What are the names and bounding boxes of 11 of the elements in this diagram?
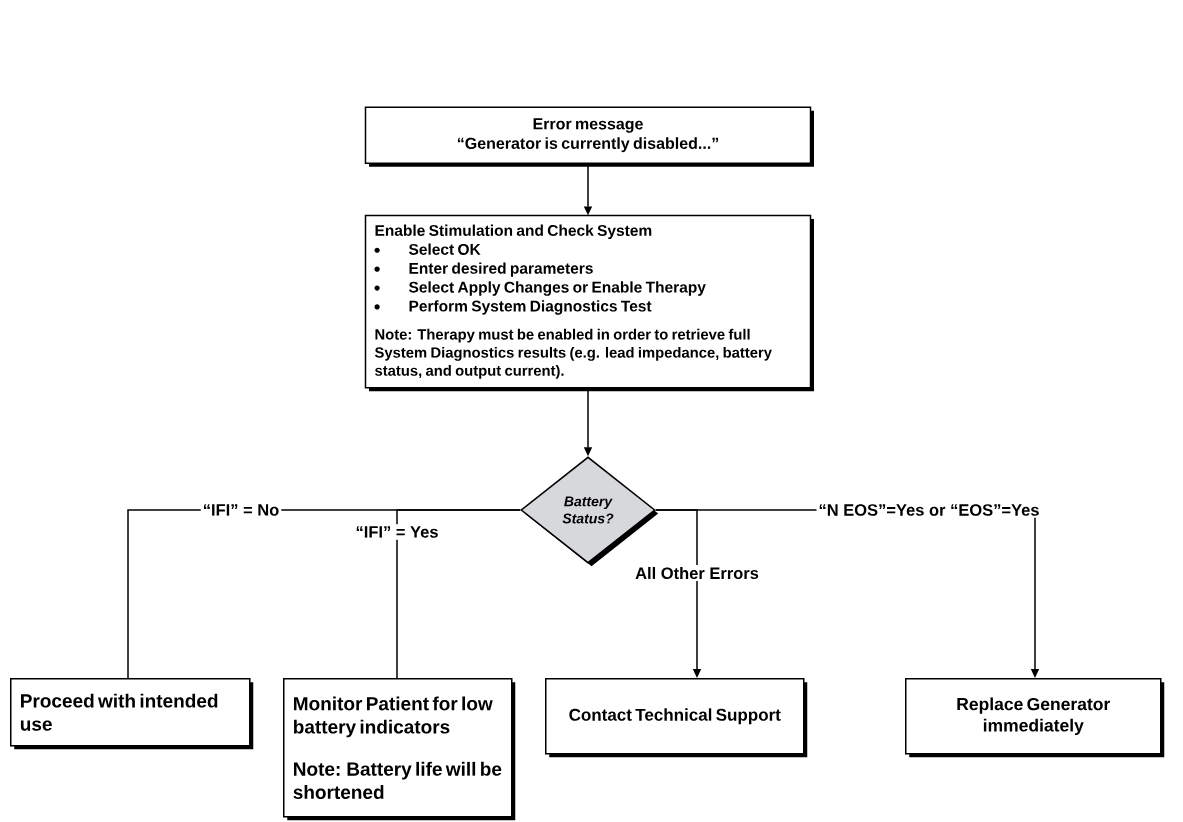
- process-box: Error message “Generator is currently disabled...”: [364, 106, 814, 167]
- edge-label: “N EOS”=Yes or “EOS”=Yes: [816, 502, 1042, 518]
- process-box: Proceed with intended use: [10, 678, 254, 750]
- process-box: Enable Stimulation and Check System Select OK Enter desired parameters Select Apply Changes or Enable Therapy Perform System Diagnostics Test Note: Therapy must be enabled in order to retrieve full System Diagnostics results (e.g. lead impedance, battery status, and output current).: [364, 214, 814, 392]
- process-box: Contact Technical Support: [545, 678, 808, 758]
- process-box: Replace Generator immediately: [905, 678, 1165, 758]
- edge-label: “IFI” = Yes: [353, 524, 441, 540]
- process-box: Monitor Patient for low battery indicators Note: Battery life will be shortened: [283, 678, 516, 821]
- edge-label: All Other Errors: [633, 564, 761, 582]
- connector-line: [396, 509, 521, 679]
- edge-label: “IFI” = No: [200, 502, 282, 518]
